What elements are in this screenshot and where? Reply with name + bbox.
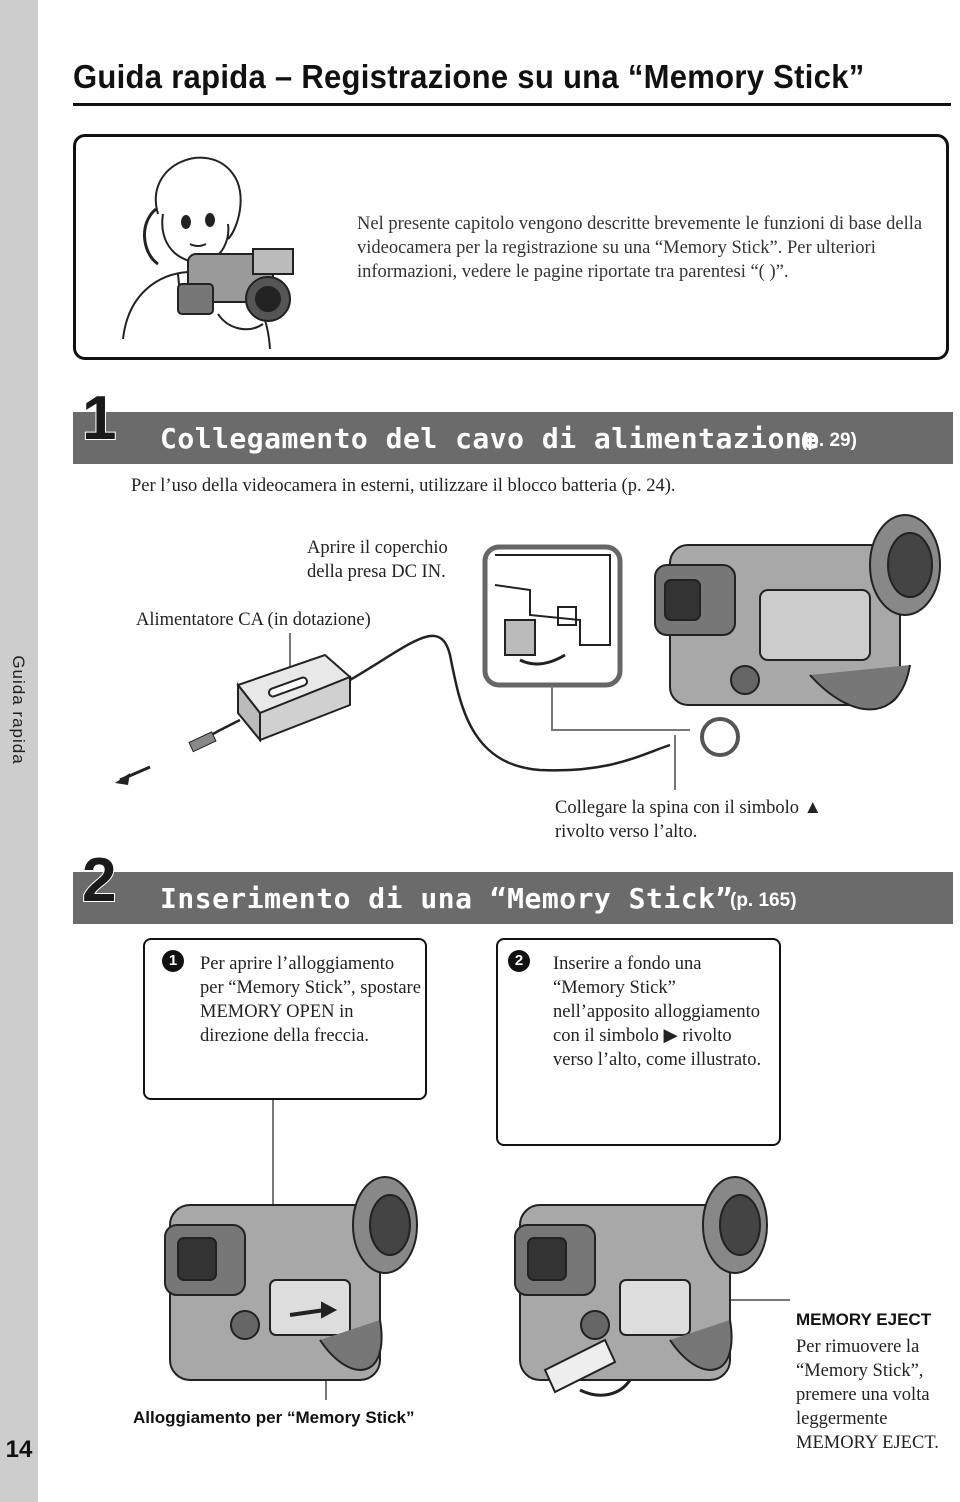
- sidebar-label: Guida rapida: [9, 655, 28, 765]
- step2-number: 2: [81, 846, 118, 915]
- step1-number: 1: [81, 384, 118, 453]
- step2-page-ref: (p. 165): [730, 890, 797, 911]
- step2-box2-text: Inserire a fondo una “Memory Stick” nell…: [553, 954, 762, 1070]
- step2-title: Inserimento di una “Memory Stick”: [160, 882, 733, 915]
- page-number: 14: [5, 1436, 33, 1463]
- eject-title: MEMORY EJECT: [796, 1310, 932, 1329]
- step2-box2: [496, 938, 781, 1146]
- callout-plug-orientation: Collegare la spina con il simbolo ▲ rivo…: [555, 798, 822, 842]
- step2-bar: [73, 872, 953, 924]
- step1-page-ref: (p. 29): [801, 430, 857, 451]
- step2-box1-number: 1: [162, 950, 184, 972]
- eject-text: Per rimuovere la “Memory Stick”, premere…: [796, 1337, 939, 1453]
- callout-open-cover: Aprire il coperchio della presa DC IN.: [307, 538, 448, 582]
- slot-label: Alloggiamento per “Memory Stick”: [133, 1408, 415, 1427]
- callout-ac-adapter: Alimentatore CA (in dotazione): [136, 610, 371, 630]
- step2-box1-text: Per aprire l’alloggiamento per “Memory S…: [200, 954, 421, 1046]
- step2-box2-number: 2: [508, 950, 530, 972]
- step1-bar: [73, 412, 953, 464]
- step1-title: Collegamento del cavo di alimentazione: [160, 422, 820, 455]
- power-connection-illustration: [115, 514, 941, 790]
- step2-box1: [143, 938, 427, 1100]
- title-rule: [73, 103, 951, 106]
- woman-with-camcorder-illustration: [122, 156, 294, 350]
- memory-stick-insertion-illustration: [164, 1100, 790, 1400]
- page-title: Guida rapida – Registrazione su una “Mem…: [73, 58, 865, 95]
- step1-subtitle: Per l’uso della videocamera in esterni, …: [131, 476, 676, 496]
- intro-box: [73, 134, 949, 360]
- sidebar: [0, 0, 38, 1502]
- intro-text: Nel presente capitolo vengono descritte …: [357, 214, 923, 282]
